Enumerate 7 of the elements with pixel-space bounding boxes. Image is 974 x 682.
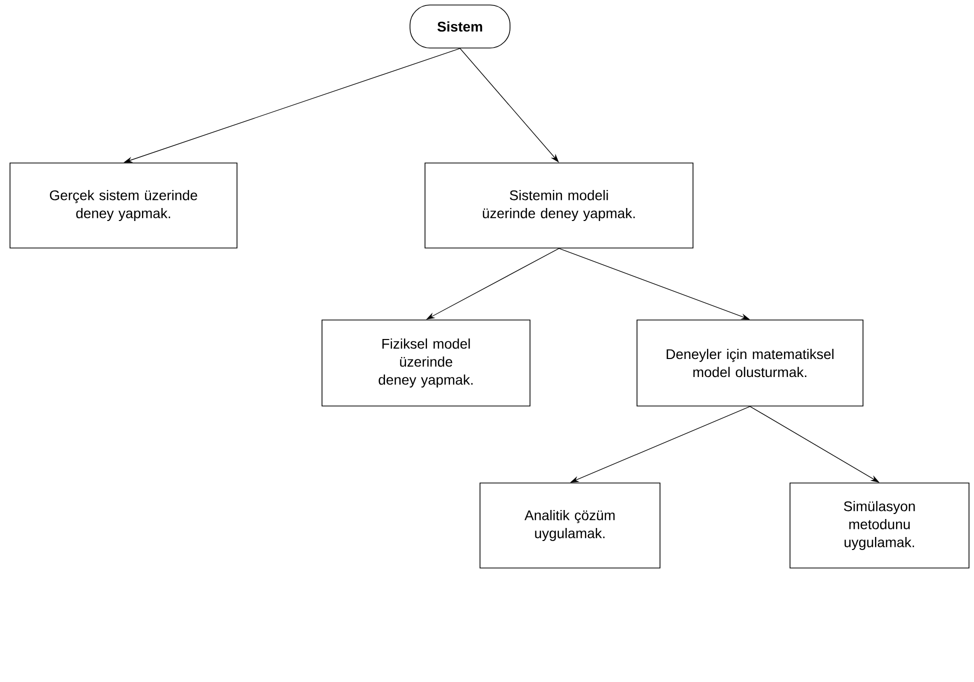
process-box: Deneyler için matematiksel model olusturmak. xyxy=(636,320,864,406)
start-terminal: Sistem xyxy=(410,4,510,48)
process-box: Analitik çözüm uygulamak. xyxy=(480,482,660,568)
process-box: Sistemin modeli üzerinde deney yapmak. xyxy=(424,162,694,248)
process-box: Gerçek sistem üzerinde deney yapmak. xyxy=(10,162,238,248)
process-box: Fiziksel model üzerinde deney yapmak. xyxy=(322,320,530,406)
process-box: Simülasyon metodunu uygulamak. xyxy=(790,482,970,568)
